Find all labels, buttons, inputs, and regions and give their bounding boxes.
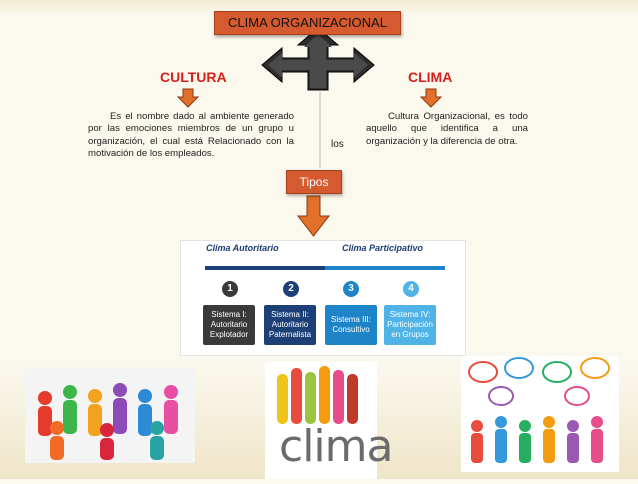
system-3-number: 3 bbox=[343, 281, 359, 297]
arrow-down-clima-icon bbox=[419, 88, 443, 108]
system-1-label: Sistema I: Autoritario Explotador bbox=[209, 310, 249, 339]
system-3-box: Sistema III: Consultivo bbox=[325, 305, 377, 345]
arrow-down-tipos-icon bbox=[296, 195, 331, 237]
cultura-description: Es el nombre dado al ambiente generado p… bbox=[88, 111, 294, 160]
arrow-down-cultura-icon bbox=[176, 88, 200, 108]
clima-people-image bbox=[265, 362, 377, 479]
group-heading-autoritario: Clima Autoritario bbox=[206, 243, 279, 253]
system-1-number: 1 bbox=[222, 281, 238, 297]
speech-bubble-icons bbox=[468, 357, 610, 406]
people-icons bbox=[471, 416, 603, 463]
group-bar-autoritario bbox=[205, 266, 325, 270]
people-figures-icon bbox=[38, 383, 178, 460]
connector-word: los bbox=[331, 139, 344, 150]
tipos-label: Tipos bbox=[286, 170, 342, 194]
system-2-box: Sistema II: Autoritario Paternalista bbox=[264, 305, 316, 345]
system-2-number: 2 bbox=[283, 281, 299, 297]
system-4-label: Sistema IV: Participación en Grupos bbox=[387, 310, 433, 339]
group-heading-participativo: Clima Participativo bbox=[342, 243, 424, 253]
speech-bubbles-people-image bbox=[461, 356, 619, 472]
system-1-box: Sistema I: Autoritario Explotador bbox=[203, 305, 255, 345]
four-way-arrow-icon bbox=[261, 27, 375, 91]
system-4-number: 4 bbox=[403, 281, 419, 297]
heading-clima: CLIMA bbox=[408, 69, 453, 85]
heading-cultura: CULTURA bbox=[160, 69, 227, 85]
system-2-label: Sistema II: Autoritario Paternalista bbox=[268, 310, 312, 339]
group-bar-participativo bbox=[325, 266, 445, 270]
system-3-label: Sistema III: Consultivo bbox=[330, 315, 371, 334]
system-4-box: Sistema IV: Participación en Grupos bbox=[384, 305, 436, 345]
diagram-title: CLIMA ORGANIZACIONAL bbox=[214, 11, 401, 35]
clima-image-caption: clima bbox=[279, 421, 393, 472]
colorful-silhouettes-icon bbox=[277, 366, 358, 424]
teamwork-figures-image bbox=[25, 368, 195, 463]
clima-description: Cultura Organizacional, es todo aquello … bbox=[366, 111, 528, 147]
background-top-band bbox=[0, 0, 638, 14]
